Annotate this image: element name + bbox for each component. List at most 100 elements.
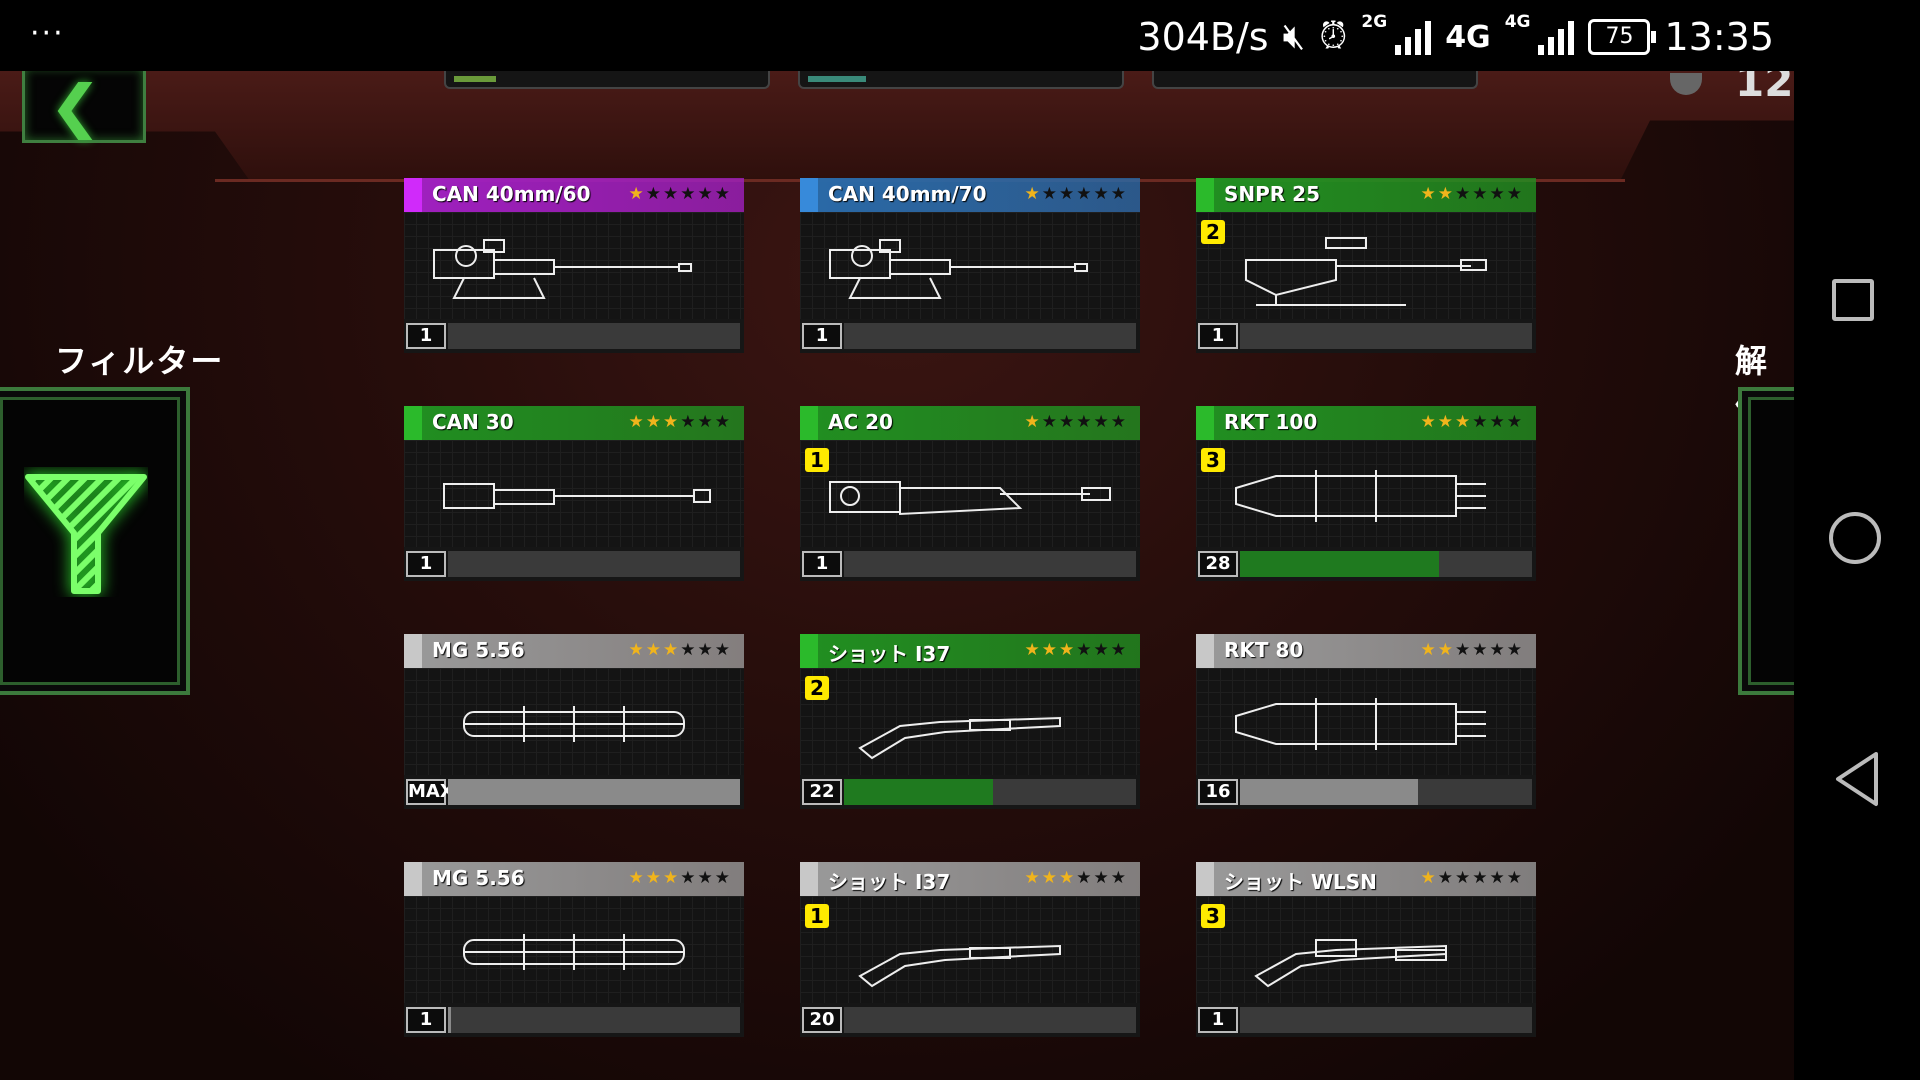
card-footer: 1: [800, 547, 1140, 581]
item-count: 22: [802, 779, 842, 805]
item-count: 16: [1198, 779, 1238, 805]
weapon-card[interactable]: CAN 40mm/70 ★★★★★★ 1: [800, 178, 1140, 353]
card-footer: 1: [800, 319, 1140, 353]
rarity-marker: [1196, 862, 1214, 896]
tab-slot-2[interactable]: [798, 71, 1124, 89]
weapon-card[interactable]: ショット I37 ★★★★★★ 1 20: [800, 862, 1140, 1037]
weapon-card[interactable]: CAN 30 ★★★★★★ 1: [404, 406, 744, 581]
weapon-card[interactable]: MG 5.56 ★★★★★★ 1: [404, 862, 744, 1037]
sniper-icon: [1245, 237, 1487, 306]
card-header: CAN 40mm/60 ★★★★★★: [404, 178, 744, 212]
weapon-name: SNPR 25: [1224, 182, 1320, 206]
weapon-card[interactable]: RKT 80 ★★★★★★ 16: [1196, 634, 1536, 809]
mute-icon: 🔇︎: [1282, 16, 1306, 57]
star-rating: ★★★★★★: [1420, 640, 1524, 660]
menu-dots-icon[interactable]: ···: [30, 16, 65, 51]
weapon-card[interactable]: RKT 100 ★★★★★★ 3 28: [1196, 406, 1536, 581]
chevron-left-icon: ❮: [48, 72, 103, 140]
card-header: ショット I37 ★★★★★★: [800, 862, 1140, 896]
progress-bar: [1240, 551, 1532, 577]
weapon-image-area: 3: [1196, 896, 1536, 1003]
weapon-name: CAN 30: [432, 410, 514, 434]
progress-bar: [844, 551, 1136, 577]
top-frame: [0, 71, 1794, 181]
card-header: RKT 100 ★★★★★★: [1196, 406, 1536, 440]
weapon-image-area: 2: [800, 668, 1140, 775]
weapon-name: RKT 80: [1224, 638, 1304, 662]
level-badge: 2: [805, 676, 829, 700]
weapon-image-area: [404, 440, 744, 547]
square-icon[interactable]: [1832, 279, 1874, 321]
cannon-icon: [829, 239, 1088, 299]
star-rating: ★★★★★★: [1420, 184, 1524, 204]
card-header: CAN 40mm/70 ★★★★★★: [800, 178, 1140, 212]
circle-icon[interactable]: [1829, 512, 1881, 564]
item-count: 20: [802, 1007, 842, 1033]
progress-bar: [844, 323, 1136, 349]
card-header: ショット I37 ★★★★★★: [800, 634, 1140, 668]
rarity-marker: [800, 178, 818, 212]
battery-icon: 75: [1588, 19, 1657, 55]
net-tag-1: 2G: [1361, 12, 1388, 32]
weapon-image-area: [404, 896, 744, 1003]
weapon-card[interactable]: ショット WLSN ★★★★★★ 3 1: [1196, 862, 1536, 1037]
star-rating: ★★★★★★: [1420, 412, 1524, 432]
progress-bar: [1240, 779, 1532, 805]
status-bar: ··· 304B/s 🔇︎ ⏰︎ 2G 4G 4G 75 13:35: [0, 0, 1794, 71]
game-screen: ❮ 12 フィルター 解体 CAN 40mm/60 ★★★★★★ 1: [0, 71, 1794, 1080]
level-badge: 1: [805, 904, 829, 928]
progress-bar: [448, 551, 740, 577]
card-footer: 20: [800, 1003, 1140, 1037]
dismantle-button[interactable]: [1738, 387, 1794, 695]
progress-bar: [448, 323, 740, 349]
item-count: MAX: [406, 779, 454, 805]
rarity-marker: [404, 178, 422, 212]
card-footer: 1: [1196, 319, 1536, 353]
autocannon-icon: [829, 481, 1111, 516]
card-footer: 1: [404, 547, 744, 581]
card-header: SNPR 25 ★★★★★★: [1196, 178, 1536, 212]
weapon-image-area: [1196, 668, 1536, 775]
level-badge: 3: [1201, 904, 1225, 928]
item-count: 1: [406, 323, 446, 349]
gatling-icon: [463, 706, 685, 742]
filter-button[interactable]: [0, 387, 190, 695]
weapon-card[interactable]: MG 5.56 ★★★★★★ MAX: [404, 634, 744, 809]
weapon-image-area: [404, 668, 744, 775]
item-count: 1: [802, 323, 842, 349]
weapon-card[interactable]: SNPR 25 ★★★★★★ 2 1: [1196, 178, 1536, 353]
star-rating: ★★★★★★: [1024, 868, 1128, 888]
rarity-marker: [1196, 406, 1214, 440]
card-footer: 1: [404, 319, 744, 353]
rarity-marker: [404, 862, 422, 896]
level-badge: 2: [1201, 220, 1225, 244]
android-nav-bar: [1794, 0, 1920, 1080]
progress-bar: [844, 1007, 1136, 1033]
card-header: CAN 30 ★★★★★★: [404, 406, 744, 440]
star-rating: ★★★★★★: [628, 412, 732, 432]
rarity-marker: [800, 862, 818, 896]
weapon-card[interactable]: ショット I37 ★★★★★★ 2 22: [800, 634, 1140, 809]
tab-slot-3[interactable]: [1152, 71, 1478, 89]
progress-bar: [448, 779, 740, 805]
funnel-icon: [25, 474, 147, 594]
tab-slot-1[interactable]: [444, 71, 770, 89]
coin-icon: [1670, 73, 1702, 95]
star-rating: ★★★★★★: [628, 184, 732, 204]
weapon-image-area: 2: [1196, 212, 1536, 319]
card-footer: 16: [1196, 775, 1536, 809]
item-count: 28: [1198, 551, 1238, 577]
weapon-image-area: 1: [800, 440, 1140, 547]
card-header: RKT 80 ★★★★★★: [1196, 634, 1536, 668]
progress-bar: [448, 1007, 740, 1033]
star-rating: ★★★★★★: [1420, 868, 1524, 888]
progress-bar: [844, 779, 1136, 805]
back-button[interactable]: ❮: [22, 71, 146, 143]
rarity-marker: [800, 634, 818, 668]
weapon-card[interactable]: AC 20 ★★★★★★ 1 1: [800, 406, 1140, 581]
triangle-back-icon[interactable]: [1832, 750, 1882, 808]
item-count: 1: [1198, 1007, 1238, 1033]
weapon-image-area: 3: [1196, 440, 1536, 547]
shotgun-icon: [858, 944, 1061, 988]
weapon-card[interactable]: CAN 40mm/60 ★★★★★★ 1: [404, 178, 744, 353]
